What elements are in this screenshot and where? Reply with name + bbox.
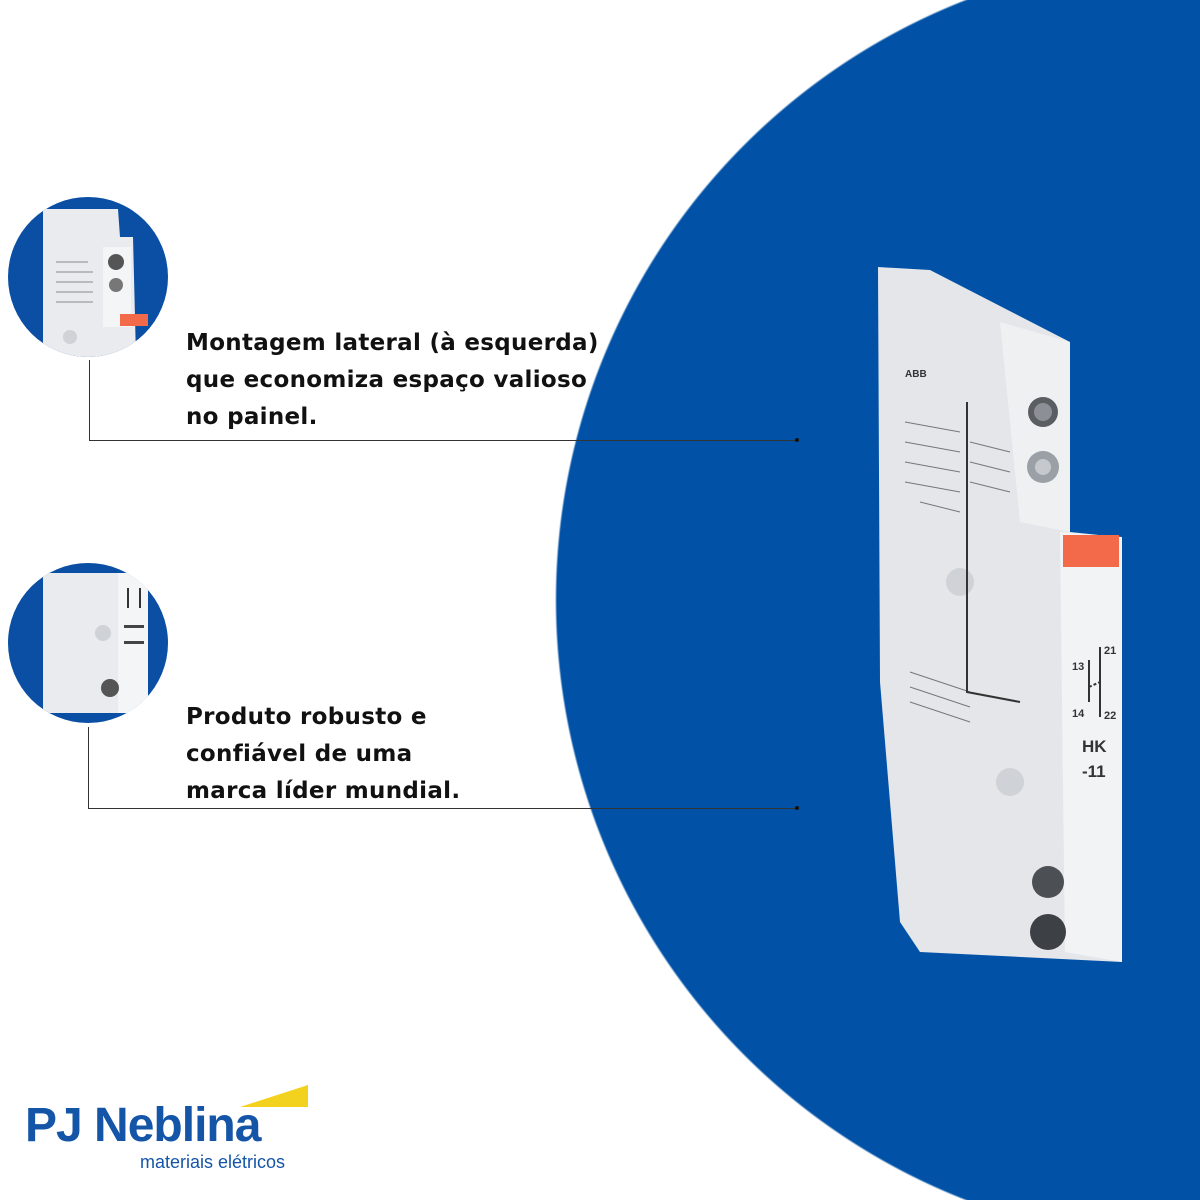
terminal-label: 13 [1072, 661, 1084, 673]
connector-line [88, 808, 797, 809]
caption-line: Produto robusto e [186, 704, 427, 730]
terminal-label: 21 [1104, 645, 1116, 657]
connector-line [88, 727, 89, 808]
caption-line: que economiza espaço valioso [186, 367, 588, 393]
detail-thumbnail-contacts [8, 563, 168, 723]
product-brand-label: ABB [905, 369, 927, 380]
connector-dot [795, 438, 799, 442]
caption-line: no painel. [186, 404, 318, 430]
terminal-label: 14 [1072, 708, 1085, 720]
logo-yellow-wedge-icon [240, 1085, 308, 1107]
feature-caption-robust: Produto robusto e confiável de uma marca… [186, 699, 666, 810]
product-image-auxiliary-contact: ABB 13 14 21 22 HK -11 [860, 262, 1130, 962]
logo-tagline: materiais elétricos [140, 1152, 286, 1172]
caption-line: confiável de uma [186, 741, 413, 767]
caption-line: marca líder mundial. [186, 778, 461, 804]
model-label: -11 [1082, 762, 1106, 781]
terminal-label: 22 [1104, 710, 1116, 722]
connector-line [89, 360, 90, 440]
caption-line: Montagem lateral (à esquerda) [186, 330, 599, 356]
connector-dot [795, 806, 799, 810]
detail-thumbnail-side-mount [8, 197, 168, 357]
connector-line [89, 440, 797, 441]
feature-caption-side-mount: Montagem lateral (à esquerda) que econom… [186, 325, 666, 436]
brand-logo: PJ Neblina materiais elétricos [25, 1085, 315, 1175]
model-label: HK [1082, 737, 1107, 756]
logo-name: PJ Neblina [25, 1099, 261, 1152]
